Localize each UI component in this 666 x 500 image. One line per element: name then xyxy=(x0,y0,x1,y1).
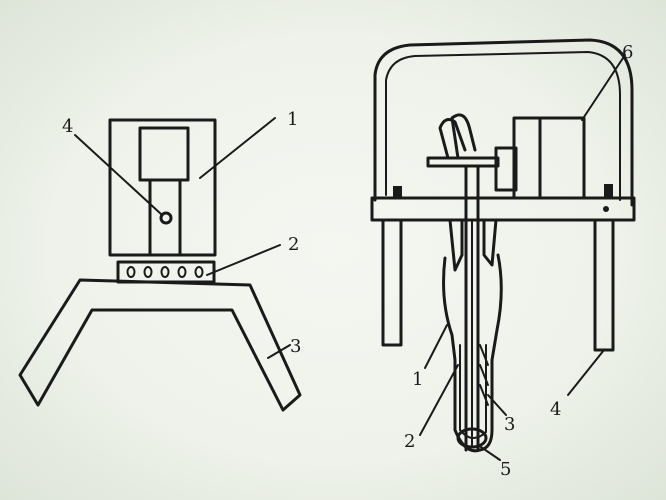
crucible-bottom-bulb xyxy=(456,427,488,449)
left-sensor-circle xyxy=(159,211,173,225)
right-base-plate xyxy=(370,196,636,222)
label-right-2: 2 xyxy=(404,431,415,452)
left-figure: 1 2 3 4 xyxy=(18,109,302,412)
right-hood-inner xyxy=(385,50,621,201)
crucible-outer xyxy=(442,253,503,453)
left-housing-box xyxy=(108,118,217,257)
nozzle-hole xyxy=(194,266,204,278)
leader-line-6 xyxy=(581,54,626,121)
funnel-left xyxy=(448,218,464,272)
bolt-right xyxy=(604,184,613,198)
leader-line-4 xyxy=(74,134,162,215)
label-right-4: 4 xyxy=(550,399,561,420)
nozzle-hole xyxy=(177,266,187,278)
nozzle-hole xyxy=(126,266,136,278)
right-leg-left xyxy=(381,218,403,347)
right-motor-body xyxy=(512,116,586,200)
element-tick-3 xyxy=(479,384,489,406)
leader-line-r3 xyxy=(487,394,507,416)
label-left-3: 3 xyxy=(290,336,301,357)
hose-left xyxy=(438,118,467,160)
label-right-1: 1 xyxy=(412,369,423,390)
bolt-dot xyxy=(603,206,609,212)
leader-line-3 xyxy=(267,344,291,359)
nozzle-hole xyxy=(143,266,153,278)
leader-line-1 xyxy=(199,117,276,179)
label-left-4: 4 xyxy=(62,116,73,137)
left-workpiece-frame xyxy=(18,278,302,412)
left-nozzle-strip xyxy=(116,260,216,284)
label-right-6: 6 xyxy=(622,42,633,63)
label-right-3: 3 xyxy=(504,414,515,435)
left-inner-block xyxy=(138,126,190,182)
leader-line-r4 xyxy=(567,349,605,396)
funnel-right xyxy=(482,218,498,267)
leader-line-r2 xyxy=(419,364,459,436)
right-hood-outer xyxy=(373,38,634,207)
right-leg-right xyxy=(593,218,615,352)
right-figure: 6 1 2 3 4 5 xyxy=(370,38,636,480)
element-tick-1 xyxy=(479,344,489,366)
hose-right xyxy=(450,113,477,160)
right-motor-coupling xyxy=(494,146,518,192)
leader-line-r5 xyxy=(477,444,501,461)
right-horizontal-arm xyxy=(426,156,500,168)
label-left-2: 2 xyxy=(288,234,299,255)
crucible-inner xyxy=(459,344,487,439)
label-left-1: 1 xyxy=(287,109,298,130)
leader-line-r1 xyxy=(424,324,448,369)
bolt-left xyxy=(393,186,402,198)
element-tick-2 xyxy=(479,364,489,386)
label-right-5: 5 xyxy=(500,459,511,480)
leader-line-2 xyxy=(206,244,281,276)
nozzle-hole xyxy=(160,266,170,278)
